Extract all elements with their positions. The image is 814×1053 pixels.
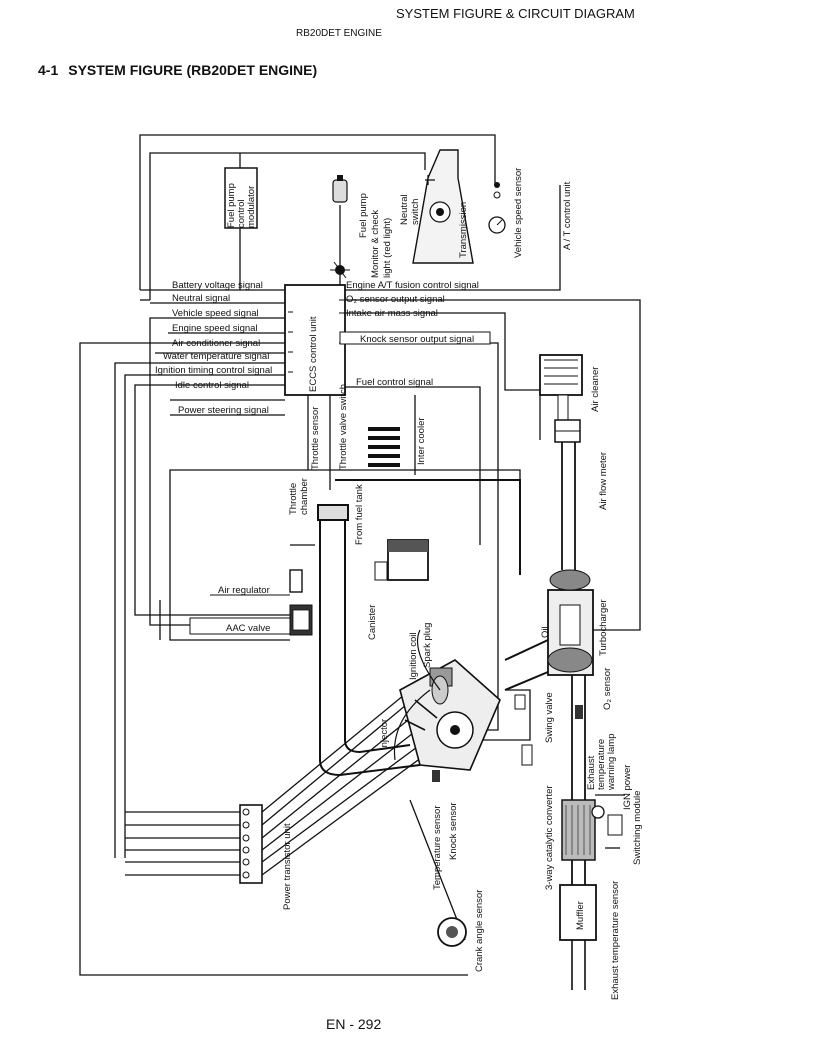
- signal-idle-control: Idle control signal: [175, 380, 249, 391]
- fuel-pump-modulator-label-1: Fuel pump: [226, 183, 237, 228]
- injector-label: Injector: [379, 719, 390, 750]
- page-number: EN - 292: [326, 1016, 382, 1032]
- signal-battery: Battery voltage signal: [172, 280, 263, 291]
- air-regulator-icon: [289, 544, 315, 593]
- signal-intake-air: Intake air mass signal: [346, 308, 438, 319]
- signal-air-conditioner: Air conditioner signal: [172, 338, 260, 349]
- o2-sensor-icon: [575, 705, 583, 719]
- monitor-lamp-icon: [330, 261, 350, 279]
- signal-fusion: Engine A/T fusion control signal: [346, 280, 479, 291]
- neutral-switch-label-1: Neutral: [399, 194, 410, 225]
- fuel-pump-label: Fuel pump: [358, 193, 369, 238]
- exhaust-temp-warning-label-3: warning lamp: [606, 734, 617, 792]
- spark-plug-label: Spark plug: [422, 623, 433, 668]
- signal-engine-speed: Engine speed signal: [172, 323, 258, 334]
- from-fuel-tank-label: From fuel tank: [354, 484, 365, 545]
- signal-o2: O₂ sensor output signal: [346, 294, 445, 305]
- temperature-sensor-label: Temperature sensor: [432, 806, 443, 890]
- swing-valve-label: Swing valve: [544, 692, 555, 743]
- document-title: SYSTEM FIGURE & CIRCUIT DIAGRAM: [396, 6, 635, 21]
- signal-vehicle-speed: Vehicle speed signal: [172, 308, 259, 319]
- swing-valve-icon: [514, 694, 533, 766]
- canister-label: Canister: [367, 605, 378, 640]
- monitor-light-label-2: light (red light): [382, 218, 393, 278]
- at-control-unit-label: A / T control unit: [562, 181, 573, 250]
- o2-sensor-label: O₂ sensor: [602, 668, 613, 710]
- transmission-icon: [412, 149, 474, 264]
- throttle-chamber-label-1: Throttle: [288, 483, 299, 515]
- engine-block-icon: [399, 659, 501, 771]
- ignition-coil-label: Ignition coil: [408, 632, 419, 680]
- air-flow-meter-label: Air flow meter: [598, 452, 609, 510]
- air-regulator-label: Air regulator: [218, 585, 270, 596]
- aac-valve-label: AAC valve: [226, 623, 270, 634]
- intake-manifold-icon: [317, 479, 521, 777]
- vehicle-speed-sensor-label: Vehicle speed sensor: [513, 168, 524, 258]
- turbocharger-icon: [504, 569, 594, 691]
- canister-icon: [374, 539, 429, 581]
- catalytic-converter-label: 3-way catalytic converter: [544, 785, 555, 890]
- warning-lamp-icon: [591, 805, 623, 836]
- ecu-box: [284, 284, 346, 396]
- throttle-chamber-label-2: chamber: [299, 478, 310, 515]
- transmission-label: Transmission: [458, 202, 469, 258]
- ecu-label: ECCS control unit: [308, 316, 319, 392]
- switching-module-label: Switching module: [632, 791, 643, 865]
- section-heading: 4-1 SYSTEM FIGURE (RB20DET ENGINE): [38, 62, 327, 78]
- crank-angle-sensor-label: Crank angle sensor: [474, 890, 485, 972]
- throttle-valve-switch-label: Throttle valve switch: [338, 384, 349, 470]
- signal-knock: Knock sensor output signal: [360, 334, 474, 345]
- signal-ignition-timing: Ignition timing control signal: [155, 365, 272, 376]
- fuel-pump-modulator-label-3: modulator: [246, 186, 257, 228]
- knock-sensor-label: Knock sensor: [448, 802, 459, 860]
- inter-cooler-icon: [368, 427, 400, 467]
- power-transistor-unit-icon: [239, 804, 263, 884]
- turbocharger-label: Turbocharger: [598, 599, 609, 656]
- exhaust-temp-warning-label-2: temperature: [596, 739, 607, 790]
- section-number: 4-1: [38, 62, 59, 78]
- power-transistor-unit-label: Power transistor unit: [282, 823, 293, 910]
- air-cleaner-label: Air cleaner: [590, 367, 601, 412]
- signal-power-steering: Power steering signal: [178, 405, 269, 416]
- muffler-icon: [559, 884, 597, 990]
- neutral-switch-label-2: switch: [410, 199, 421, 225]
- air-flow-meter-icon: [554, 419, 581, 443]
- wiring: [79, 134, 641, 976]
- crank-angle-sensor-icon: [437, 917, 467, 947]
- signal-fuel-control: Fuel control signal: [356, 377, 433, 388]
- aac-valve-icon: [289, 604, 313, 636]
- engine-subtitle: RB20DET ENGINE: [296, 28, 382, 39]
- inter-cooler-label: Inter cooler: [416, 417, 427, 465]
- temperature-sensor-icon: [432, 770, 440, 782]
- exhaust-temp-sensor-label: Exhaust temperature sensor: [610, 881, 621, 1000]
- fuel-pump-modulator-box: [224, 167, 258, 229]
- vehicle-speed-sensor-icon: [488, 182, 506, 234]
- fuel-pump-modulator-label-2: control: [236, 199, 247, 228]
- catalytic-converter-icon: [561, 799, 596, 861]
- muffler-label: Muffler: [575, 901, 586, 930]
- signal-neutral: Neutral signal: [172, 293, 230, 304]
- monitor-light-label-1: Monitor & check: [370, 210, 381, 278]
- throttle-sensor-label: Throttle sensor: [310, 407, 321, 470]
- signal-water-temperature: Water temperature signal: [163, 351, 269, 362]
- oil-label: Oil: [540, 626, 551, 638]
- fuel-pump-icon: [332, 175, 348, 203]
- air-cleaner-icon: [539, 354, 583, 421]
- section-title: SYSTEM FIGURE (RB20DET ENGINE): [68, 62, 318, 78]
- ign-power-label: IGN power: [622, 765, 633, 810]
- exhaust-temp-warning-label-1: Exhaust: [586, 755, 597, 790]
